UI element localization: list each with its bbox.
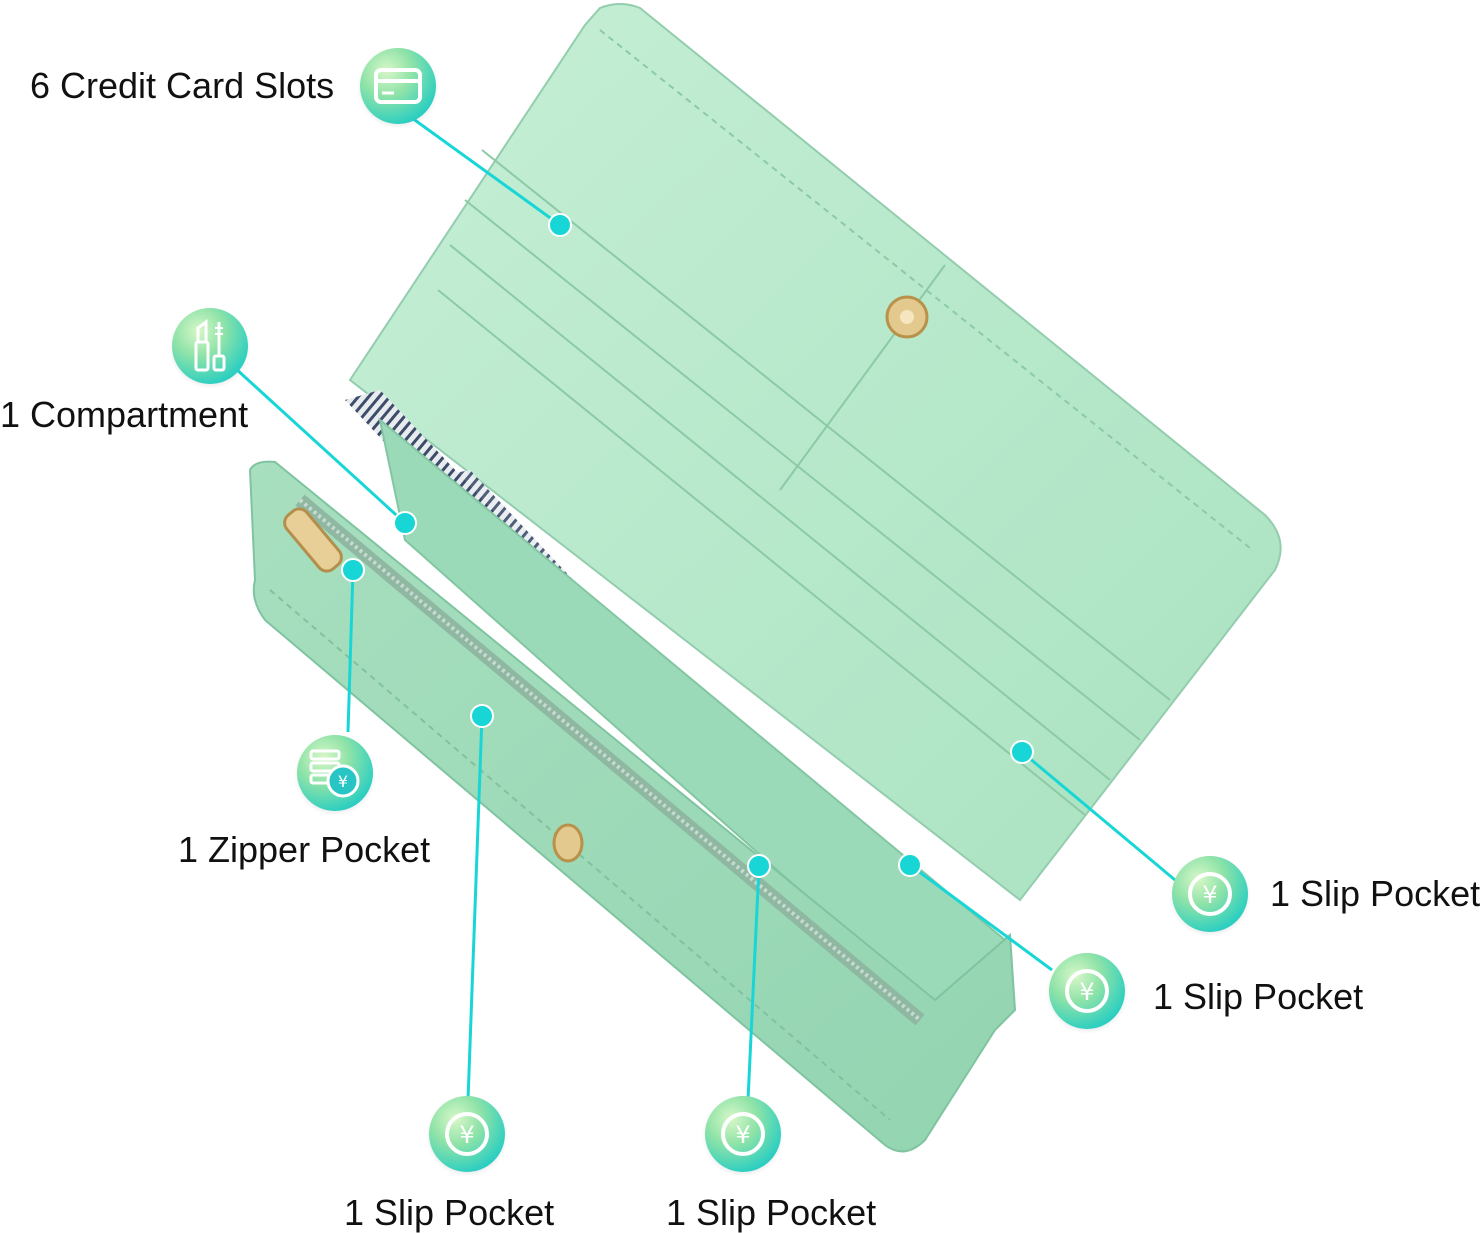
callout-dot xyxy=(470,704,494,728)
callout-dot xyxy=(1010,740,1034,764)
label-compartment: 1 Compartment xyxy=(0,394,249,435)
yen-coin-icon: ¥ xyxy=(1049,953,1125,1029)
label-slip-pocket-right-upper: 1 Slip Pocket xyxy=(1270,873,1481,914)
label-credit-card-slots: 6 Credit Card Slots xyxy=(30,65,335,106)
callout-dot xyxy=(548,213,572,237)
yen-coin-icon: ¥ xyxy=(705,1096,781,1172)
label-slip-pocket-bottom-mid: 1 Slip Pocket xyxy=(666,1192,877,1233)
zipper-pull xyxy=(283,507,343,573)
label-zipper-pocket: 1 Zipper Pocket xyxy=(178,829,431,870)
yen-coin-icon: ¥ xyxy=(429,1096,505,1172)
label-slip-pocket-bottom-left: 1 Slip Pocket xyxy=(344,1192,555,1233)
lipstick-mascara-icon xyxy=(172,308,248,384)
callout-dot xyxy=(393,511,417,535)
callout-dot xyxy=(898,853,922,877)
callout-dot xyxy=(341,558,365,582)
svg-text:¥: ¥ xyxy=(1202,881,1217,909)
callout-dot xyxy=(747,854,771,878)
credit-card-icon xyxy=(360,48,436,124)
svg-text:¥: ¥ xyxy=(459,1121,474,1149)
wallet-flap xyxy=(348,3,1282,902)
label-slip-pocket-right-lower: 1 Slip Pocket xyxy=(1153,976,1364,1017)
svg-text:¥: ¥ xyxy=(338,772,348,791)
bills-coin-icon: ¥ xyxy=(297,735,373,811)
svg-text:¥: ¥ xyxy=(1079,978,1094,1006)
yen-coin-icon: ¥ xyxy=(1172,856,1248,932)
svg-text:¥: ¥ xyxy=(735,1121,750,1149)
wallet-body xyxy=(248,460,1017,1153)
